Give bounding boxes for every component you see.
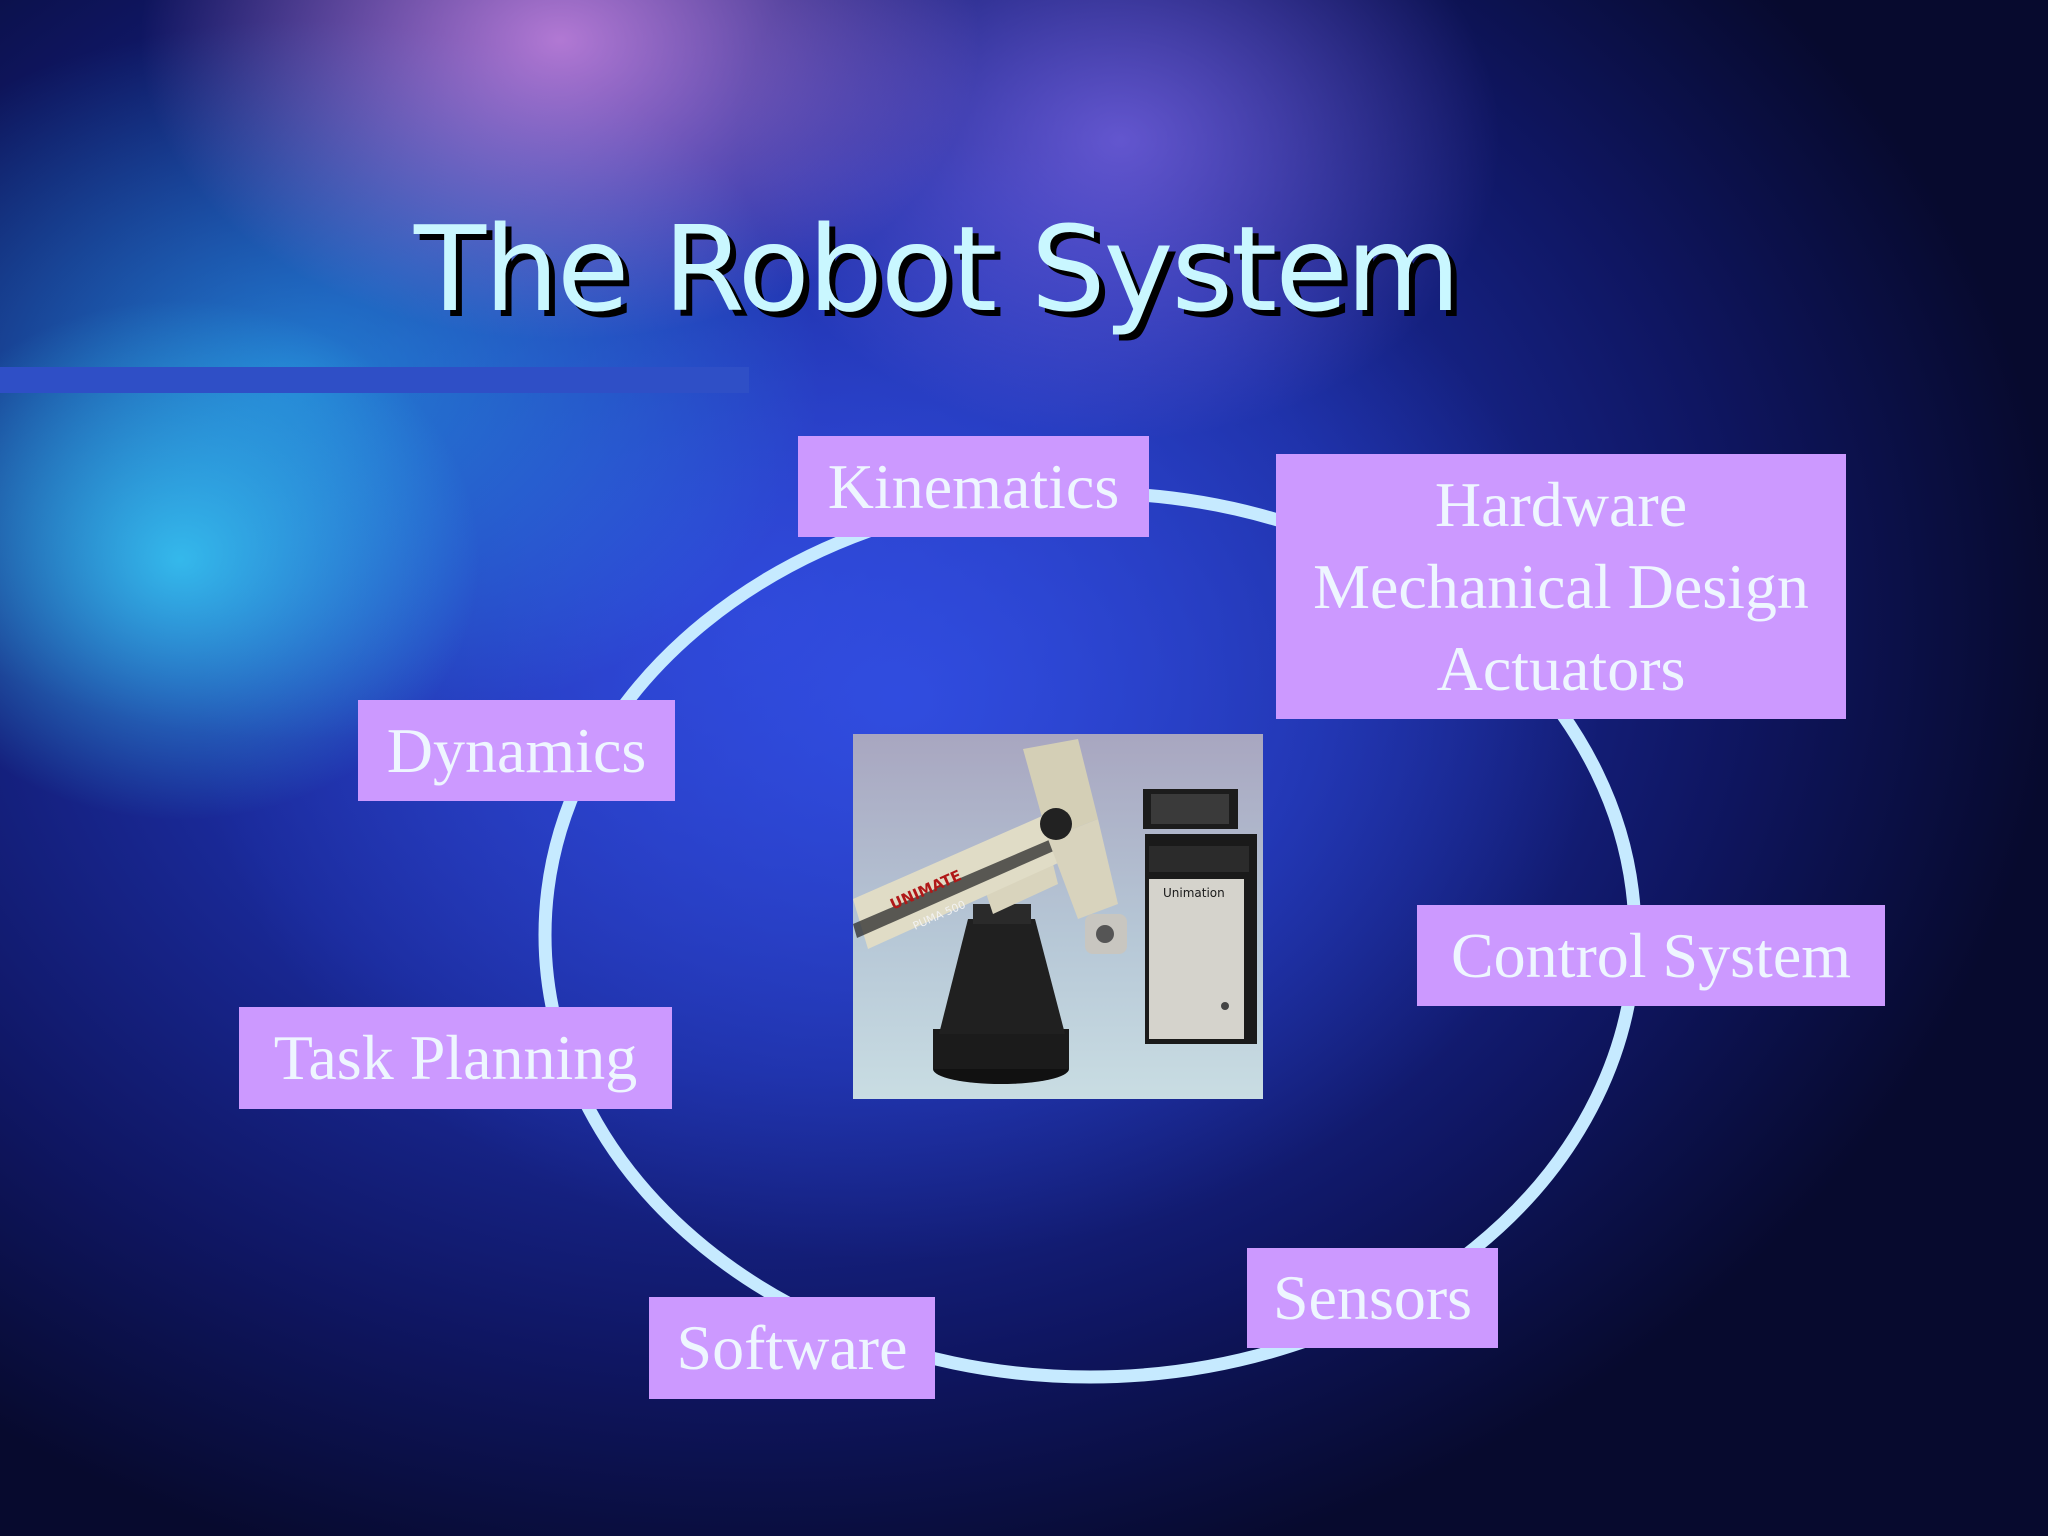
robot-illustration: UNIMATE PUMA 500 Unimation [853, 739, 1257, 1084]
node-control-system-label: Control System [1450, 919, 1852, 991]
node-kinematics: Kinematics [798, 436, 1149, 537]
node-task-planning-label: Task Planning [273, 1022, 638, 1093]
node-sensors-label: Sensors [1272, 1262, 1473, 1333]
node-hardware: Hardware Mechanical Design Actuators [1276, 454, 1846, 719]
robot-photo: UNIMATE PUMA 500 Unimation [853, 734, 1263, 1099]
node-dynamics-label: Dynamics [386, 714, 647, 786]
node-dynamics: Dynamics [358, 700, 675, 801]
title-underline-bar [0, 367, 749, 393]
controller-brand-label: Unimation [1163, 886, 1225, 900]
node-hardware-line-2: Mechanical Design [1313, 550, 1809, 622]
node-kinematics-label: Kinematics [827, 450, 1120, 522]
node-control-system: Control System [1417, 905, 1885, 1006]
node-task-planning: Task Planning [239, 1007, 672, 1109]
node-hardware-line-1: Hardware [1434, 468, 1688, 540]
node-sensors: Sensors [1247, 1248, 1498, 1348]
node-software: Software [649, 1297, 935, 1399]
node-hardware-line-3: Actuators [1436, 632, 1686, 704]
node-software-label: Software [676, 1312, 908, 1383]
slide-title: The Robot System [414, 200, 1461, 338]
